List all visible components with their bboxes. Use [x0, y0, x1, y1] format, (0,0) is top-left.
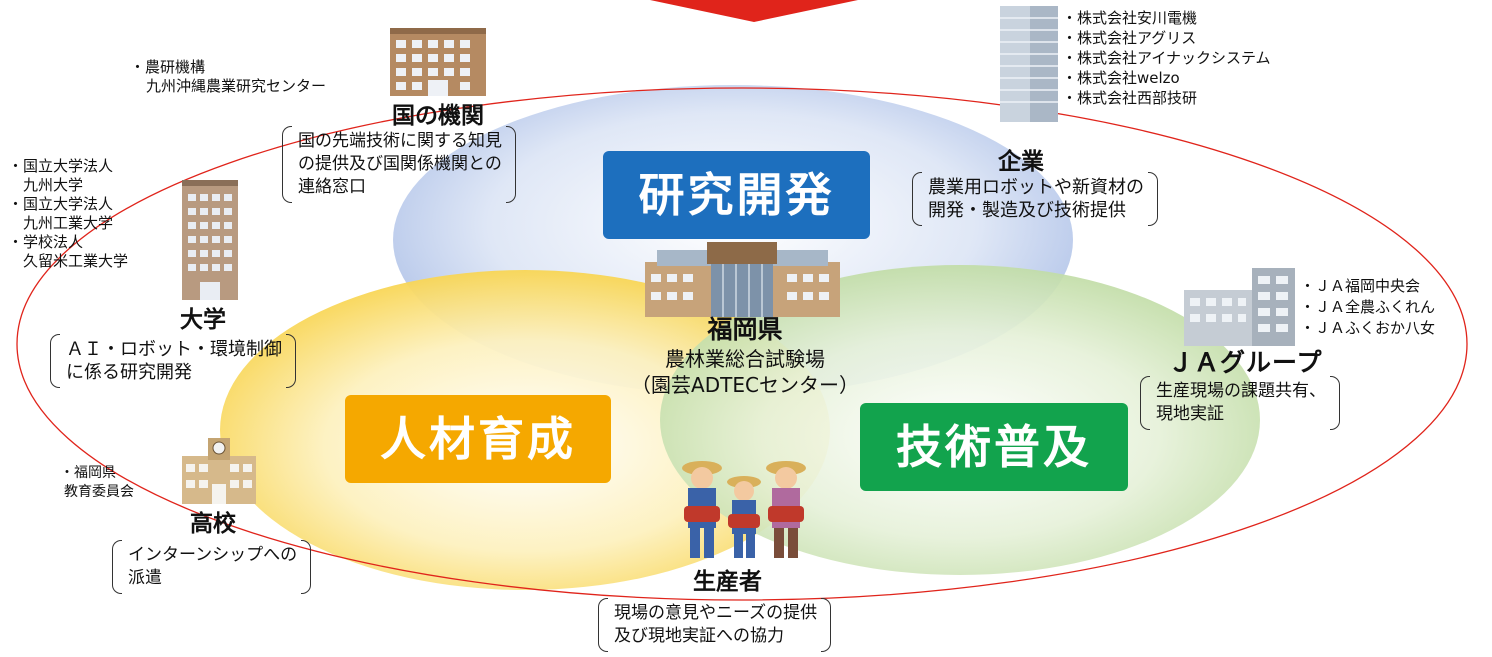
- ja-desc-line: 現地実証: [1156, 404, 1224, 424]
- ja-title: ＪＡグループ: [1168, 348, 1323, 377]
- company-desc-line: 開発・製造及び技術提供: [928, 200, 1126, 221]
- national-title: 国の機関: [392, 103, 484, 129]
- company-list-item: ・株式会社アイナックシステム: [1062, 49, 1271, 67]
- company-building-icon: [1184, 268, 1295, 346]
- university-list-item: 九州大学: [8, 176, 84, 194]
- training-label-box: 人材育成: [345, 395, 611, 483]
- national-desc: 国の先端技術に関する知見 の提供及び国関係機関との 連絡窓口: [282, 126, 516, 203]
- highschool-desc-line: 派遣: [128, 568, 162, 588]
- ja-desc-line: 生産現場の課題共有、: [1156, 381, 1326, 401]
- national-note-line2: 九州沖縄農業研究センター: [146, 77, 327, 95]
- center-block: 福岡県 農林業総合試験場 （園芸ADTECセンター）: [600, 314, 890, 398]
- ja-list-item: ・ＪＡふくおか八女: [1300, 319, 1436, 337]
- producer-desc: 現場の意見やニーズの提供 及び現地実証への協力: [598, 598, 832, 652]
- producer-title: 生産者: [693, 569, 762, 595]
- national-desc-line: 連絡窓口: [298, 177, 366, 197]
- company-list-item: ・株式会社アグリス: [1062, 29, 1197, 47]
- farmers-illustration: [682, 461, 806, 558]
- company-list-item: ・株式会社welzo: [1062, 69, 1180, 87]
- company-desc-line: 農業用ロボットや新資材の: [928, 177, 1144, 198]
- university-desc-line: ＡＩ・ロボット・環境制御: [66, 339, 282, 360]
- company-list-item: ・株式会社西部技研: [1062, 89, 1198, 107]
- university-list: ・国立大学法人 九州大学 ・国立大学法人 九州工業大学 ・学校法人 久留米工業大…: [8, 157, 128, 271]
- highschool-note: ・福岡県 教育委員会: [60, 464, 134, 502]
- office-building-icon: [390, 28, 486, 96]
- ja-desc: 生産現場の課題共有、 現地実証: [1140, 376, 1340, 430]
- center-line2: （園芸ADTECセンター）: [631, 373, 859, 397]
- university-desc-line: に係る研究開発: [66, 362, 192, 383]
- university-title: 大学: [180, 307, 226, 333]
- company-list: ・株式会社安川電機 ・株式会社アグリス ・株式会社アイナックシステム ・株式会社…: [1062, 8, 1271, 108]
- highschool-desc-line: インターンシップへの: [128, 545, 298, 565]
- research-label-box: 研究開発: [603, 151, 870, 239]
- producer-desc-line: 現場の意見やニーズの提供: [614, 603, 818, 623]
- university-desc: ＡＩ・ロボット・環境制御 に係る研究開発: [50, 334, 296, 388]
- university-list-item: ・国立大学法人: [8, 195, 114, 213]
- skyscraper-icon: [1000, 6, 1058, 122]
- university-list-item: ・学校法人: [8, 233, 84, 251]
- university-list-item: 九州工業大学: [8, 214, 114, 232]
- university-list-item: ・国立大学法人: [8, 157, 114, 175]
- highschool-title: 高校: [190, 511, 236, 537]
- highschool-note-line2: 教育委員会: [64, 484, 134, 500]
- national-note-line1: ・農研機構: [130, 58, 206, 76]
- highschool-building-icon: [182, 438, 256, 504]
- research-center-building-icon: [645, 242, 840, 317]
- producer-desc-line: 及び現地実証への協力: [614, 626, 784, 646]
- highschool-note-line1: ・福岡県: [60, 465, 116, 481]
- national-desc-line: の提供及び国関係機関との: [298, 154, 502, 174]
- extension-label-box: 技術普及: [860, 403, 1128, 491]
- national-note: ・農研機構 九州沖縄農業研究センター: [130, 58, 326, 96]
- center-line1: 農林業総合試験場: [665, 347, 825, 371]
- arrow-down-icon: [650, 0, 858, 22]
- national-desc-line: 国の先端技術に関する知見: [298, 131, 502, 151]
- company-list-item: ・株式会社安川電機: [1062, 9, 1198, 27]
- company-title: 企業: [998, 149, 1044, 175]
- company-desc: 農業用ロボットや新資材の 開発・製造及び技術提供: [912, 172, 1158, 226]
- university-list-item: 久留米工業大学: [8, 252, 129, 270]
- ja-list-item: ・ＪＡ全農ふくれん: [1300, 298, 1436, 316]
- highschool-desc: インターンシップへの 派遣: [112, 540, 312, 594]
- center-title: 福岡県: [707, 315, 783, 344]
- outer-ring: [16, 87, 1468, 601]
- ja-list-item: ・ＪＡ福岡中央会: [1300, 277, 1421, 295]
- university-building-icon: [182, 180, 238, 300]
- ja-list: ・ＪＡ福岡中央会 ・ＪＡ全農ふくれん ・ＪＡふくおか八女: [1300, 276, 1435, 339]
